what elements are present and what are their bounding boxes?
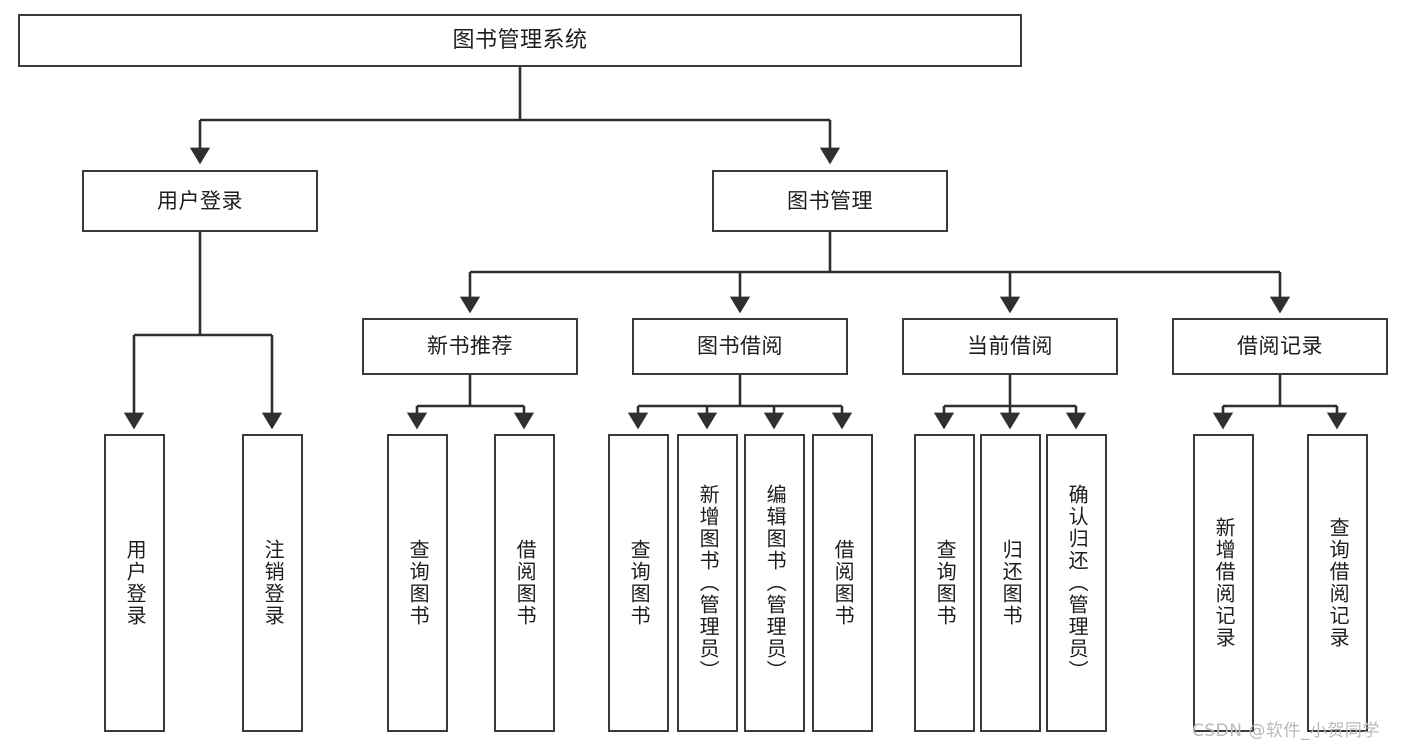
leaf-book-borrow-edit-admin[interactable]: 编辑图书（管理员） [744, 434, 805, 732]
leaf-current-borrow-return[interactable]: 归还图书 [980, 434, 1041, 732]
leaf-book-borrow-add-admin[interactable]: 新增图书（管理员） [677, 434, 738, 732]
leaf-borrow-record-add[interactable]: 新增借阅记录 [1193, 434, 1254, 732]
node-user-login[interactable]: 用户登录 [82, 170, 318, 232]
node-borrow-record[interactable]: 借阅记录 [1172, 318, 1388, 375]
leaf-current-borrow-query[interactable]: 查询图书 [914, 434, 975, 732]
node-root-system[interactable]: 图书管理系统 [18, 14, 1022, 67]
node-new-book-recommend[interactable]: 新书推荐 [362, 318, 578, 375]
leaf-current-borrow-confirm-admin[interactable]: 确认归还（管理员） [1046, 434, 1107, 732]
leaf-user-login-signout[interactable]: 注销登录 [242, 434, 303, 732]
node-book-borrow[interactable]: 图书借阅 [632, 318, 848, 375]
leaf-user-login-signin[interactable]: 用户登录 [104, 434, 165, 732]
leaf-new-book-query[interactable]: 查询图书 [387, 434, 448, 732]
leaf-book-borrow-borrow[interactable]: 借阅图书 [812, 434, 873, 732]
csdn-watermark: CSDN @软件_小贺同学 [1192, 721, 1380, 741]
node-current-borrow[interactable]: 当前借阅 [902, 318, 1118, 375]
leaf-borrow-record-query[interactable]: 查询借阅记录 [1307, 434, 1368, 732]
leaf-new-book-borrow[interactable]: 借阅图书 [494, 434, 555, 732]
leaf-book-borrow-query[interactable]: 查询图书 [608, 434, 669, 732]
node-book-management[interactable]: 图书管理 [712, 170, 948, 232]
